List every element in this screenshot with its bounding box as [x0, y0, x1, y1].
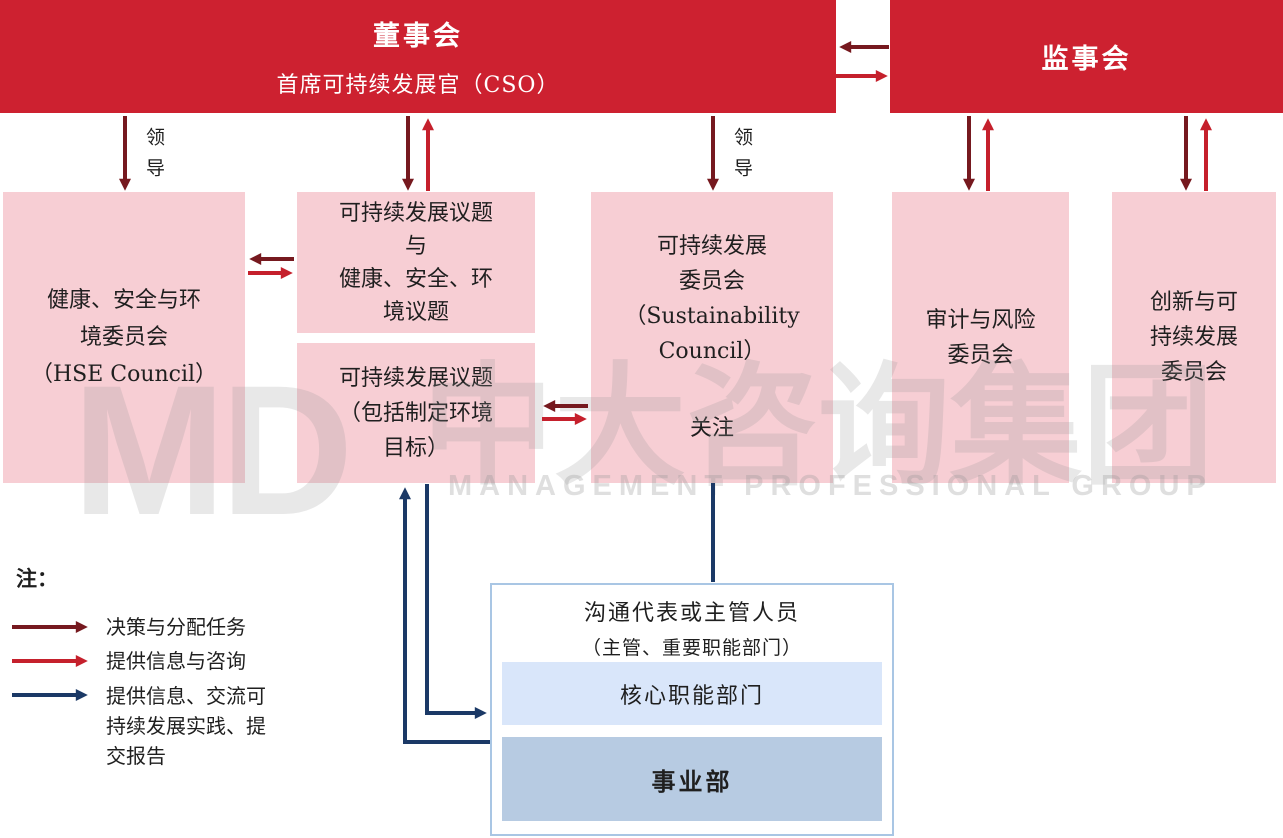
- business-units-label: 事业部: [651, 766, 733, 796]
- legend-reporting-label: 提供信息、交流可 持续发展实践、提 交报告: [106, 684, 266, 768]
- lead-label-center: 领导: [731, 127, 753, 189]
- communication-panel: 沟通代表或主管人员 （主管、重要职能部门） 核心职能部门 事业部: [490, 583, 894, 836]
- sustainability-agenda-goals-label: 可持续发展议题 （包括制定环境 目标）: [338, 365, 493, 461]
- innovation-sustainability-committee-label: 创新与可 持续发展 委员会: [1149, 290, 1238, 385]
- arrow-panel-to-agenda-report: [399, 487, 490, 744]
- sustainability-council-label: 可持续发展 委员会 （Sustainability Council）: [624, 234, 800, 364]
- sustainability-hse-agenda-box: 可持续发展议题 与 健康、安全、环 境议题: [297, 192, 535, 333]
- business-units-box: 事业部: [502, 737, 882, 821]
- legend-decision-label: 决策与分配任务: [106, 615, 246, 639]
- lead-label-left: 领导: [143, 127, 165, 189]
- legend-consulting-label: 提供信息与咨询: [106, 649, 246, 673]
- sustainability-hse-agenda-label: 可持续发展议题 与 健康、安全、环 境议题: [338, 200, 493, 325]
- core-functions-label: 核心职能部门: [619, 683, 764, 709]
- sustainability-council-focus-label: 关注: [689, 416, 734, 441]
- board-title: 董事会: [373, 21, 463, 52]
- communication-panel-title: 沟通代表或主管人员: [583, 601, 800, 626]
- arrow-agenda-to-panel-report: [425, 484, 487, 719]
- legend-note-label: 注：: [16, 566, 58, 591]
- cso-subtitle: 首席可持续发展官（CSO）: [276, 73, 560, 98]
- communication-panel-subtitle: （主管、重要职能部门）: [581, 637, 802, 659]
- innovation-sustainability-committee-box: 创新与可 持续发展 委员会: [1112, 192, 1276, 483]
- hse-council-box: 健康、安全与环 境委员会 （HSE Council）: [3, 192, 245, 483]
- sustainability-agenda-goals-box: 可持续发展议题 （包括制定环境 目标）: [297, 343, 535, 483]
- audit-risk-committee-label: 审计与风险 委员会: [925, 307, 1036, 368]
- supervisory-banner: 监事会: [890, 0, 1283, 113]
- supervisory-title: 监事会: [1041, 44, 1132, 75]
- core-functions-box: 核心职能部门: [502, 662, 882, 725]
- sustainability-council-box: 可持续发展 委员会 （Sustainability Council） 关注: [591, 192, 833, 483]
- hse-council-label: 健康、安全与环 境委员会 （HSE Council）: [30, 288, 218, 387]
- audit-risk-committee-box: 审计与风险 委员会: [892, 192, 1069, 483]
- board-banner: 董事会 首席可持续发展官（CSO）: [0, 0, 836, 113]
